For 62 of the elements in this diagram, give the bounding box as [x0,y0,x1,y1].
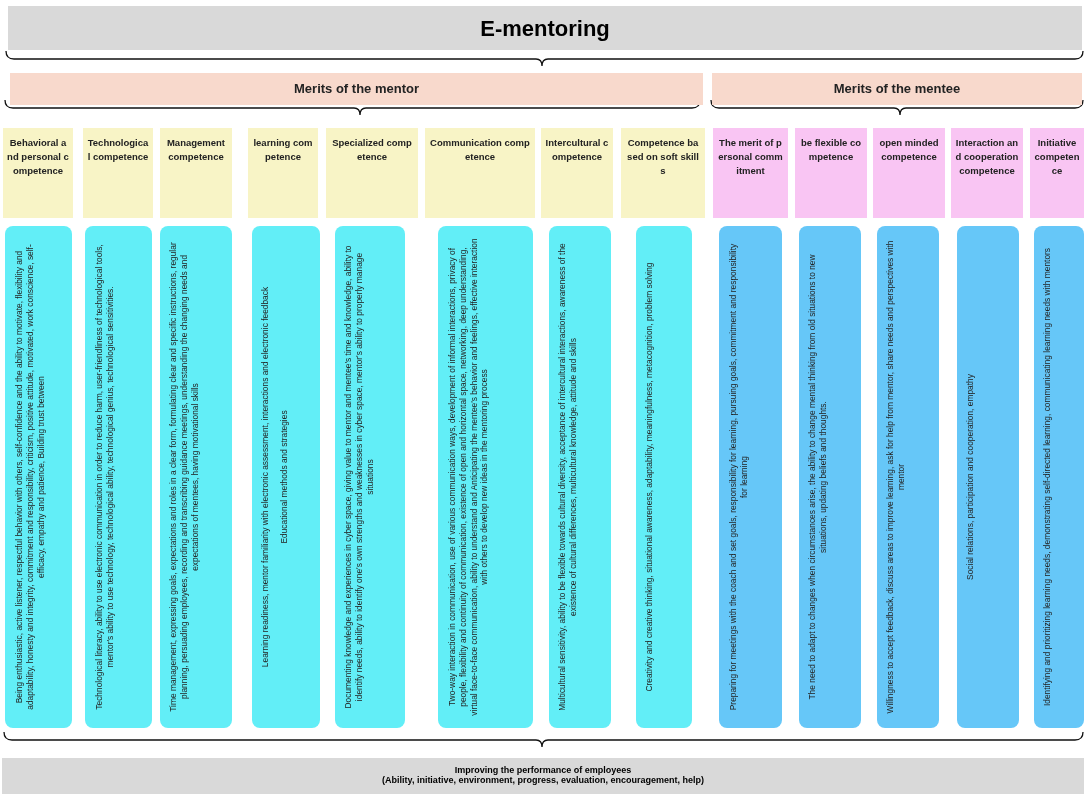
text: The merit of personal commitment [717,136,784,178]
text: Identifying and prioritizing learning needs, demonstrating self-directed learning, communicating learning needs with mentors [1042,247,1053,707]
text: open minded competence [878,136,940,164]
category-header [541,128,613,218]
text: Management competence [165,136,227,164]
description-card [5,226,72,728]
text: Merits of the mentee [833,80,961,99]
text: Competence based on soft skills [626,136,700,178]
description-card [85,226,152,728]
description-card [957,226,1019,728]
category-header [425,128,535,218]
description-card [549,226,611,728]
text: Improving the performance of employees [454,766,632,776]
title-box [8,6,1082,50]
group-header [10,73,703,105]
category-header [795,128,867,218]
text: Interaction and cooperation competence [955,136,1019,178]
category-header [83,128,153,218]
text: Intercultural competence [545,136,609,164]
category-header [621,128,705,218]
text: Technological literacy, ability to use electronic communication in order to reduce harm, user-friendliness of technological tools, mentor's ability to use technology, technological ability, technological genius, technological sensitivities. [93,243,115,712]
text: Time management, expressing goals, expectations and roles in a clear form, formulating clear and specific instructions, regular planning, persuading employees, recording and transcribing guidance meetings, understanding the changing needs and expectations of mentees, having motivational skills [168,241,201,714]
category-header [248,128,318,218]
description-card [636,226,692,728]
text: Preparing for meetings with the coach and set goals, responsibility for learning, pursuing goals, commitment and responsibility for learning [727,242,749,713]
description-card [799,226,861,728]
category-header [160,128,232,218]
text: Two-way interaction in communication, use of various communication ways, development of informal interactions, privacy of people, flexibility and continuity of communication, existence of open and horizontal space, networking, deep understanding, virtual face-to-face communication, ability to understand and Anticipating the mentee's behavior and feelings, effective interaction with others to develop new ideas in the mentoring process [446,238,489,716]
text: learning competence [252,136,314,164]
text: The need to adapt to changes when circumstances arise, the ability to change mental thinking from old situations to new situations, updating beliefs and thoughts. [807,253,829,702]
text: Specialized competence [331,136,413,164]
text: Educational methods and strategies [278,410,290,544]
text: Technological competence [87,136,149,164]
text: Creativity and creative thinking, situational awareness, adaptability, meaningfulness, metacognition, problem solving [644,262,655,692]
description-card [877,226,939,728]
description-card [438,226,533,728]
text: Communication competence [429,136,531,164]
text: (Ability, initiative, environment, progress, evaluation, encouragement, help) [382,776,704,786]
category-header [873,128,945,218]
text: Learning readiness, mentor familiarity with electronic assessment, interactions and electronic feedback [260,286,271,668]
text: Willingness to accept feedback, discuss areas to improve learning, ask for help from mentor, share needs and perspectives with mentor [885,239,907,716]
outcome-box [2,758,1084,794]
category-header [951,128,1023,218]
text: Multicultural sensitivity, ability to be flexible towards cultural diversity, acceptance of intercultural interactions, awareness of the existence of cultural differences, multicultural knowledge, attitude and skills [557,242,579,713]
description-card [719,226,782,728]
category-header [713,128,788,218]
text: E-mentoring [480,14,610,43]
text: Initiative competence [1034,136,1080,178]
category-header [3,128,73,218]
text: Being enthusiastic, active listener, respectful behavior with others, self-confidence and the ability to motivate, flexibility and adaptability, honesty and integrity, commitment and responsibility, criticism, positive attitude, motivated, work conscience, self-efficacy, empathy and patience, Building trust between [13,243,46,712]
text: be flexible competence [799,136,863,164]
description-card [1034,226,1084,728]
group-header [712,73,1082,105]
category-header [326,128,418,218]
text: Merits of the mentor [294,80,419,99]
text: Documenting knowledge and experiences in cyber space, giving value to mentor and mentee's time and knowledge, ability to identify needs, ability to identify one's own strengths and weaknesses in cyber space, mentor's ability to properly manage situations [343,244,376,711]
description-card [160,226,232,728]
description-card [252,226,320,728]
description-card [335,226,405,728]
category-header [1030,128,1084,218]
text: Behavioral and personal competence [7,136,69,178]
text: Social relations, participation and cooperation, empathy [965,374,976,580]
